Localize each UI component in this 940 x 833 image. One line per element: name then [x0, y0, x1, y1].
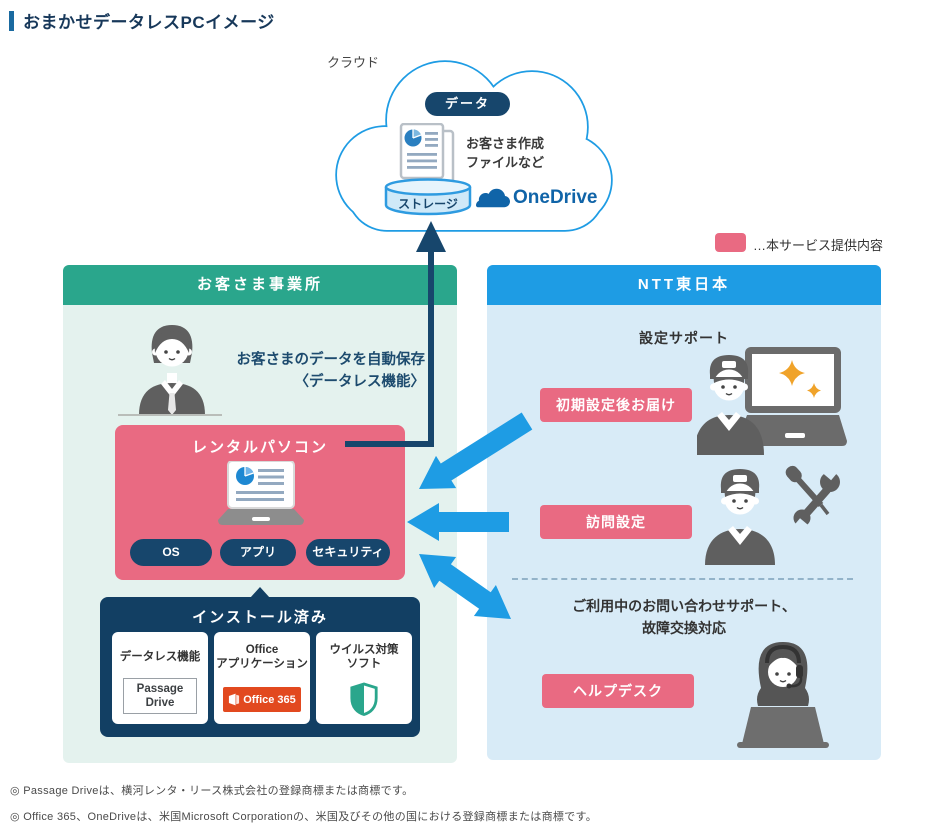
worker-person: [694, 355, 764, 455]
customer-files-icon: [399, 123, 455, 185]
installed-box-notch: [250, 587, 270, 598]
worker-visit-icon: [695, 461, 785, 570]
customer-files-note: お客さま作成 ファイルなど: [466, 136, 545, 170]
passage-drive-badge: Passage Drive: [123, 678, 197, 714]
rental-pc-title: レンタルパソコン: [191, 439, 328, 456]
data-pill: データ: [425, 92, 510, 116]
person-ground-line: [118, 414, 222, 416]
customer-person-icon: [139, 325, 205, 415]
footnote-passage-drive: ◎ Passage Driveは、横河レンタ・リース株式会社の登録商標または商標…: [10, 785, 414, 797]
legend-label: …本サービス提供内容: [753, 238, 884, 253]
helpdesk-operator-icon: [713, 630, 853, 753]
shield-icon: [350, 682, 378, 716]
installed-title: インストール済み: [192, 609, 328, 626]
customer-panel: お客さま事業所 お客さまのデータを自動保存 〈データレス機能〉 レンタルパソコン: [63, 265, 457, 763]
legend-swatch: [715, 233, 746, 252]
delivery-label: 初期設定後お届け: [540, 388, 692, 422]
office365-logo: Office 365: [223, 687, 301, 712]
title-accent-bar: [9, 11, 14, 31]
laptop-sparkle-icon: [737, 347, 847, 446]
autosave-caption: お客さまのデータを自動保存 〈データレス機能〉: [236, 352, 426, 390]
onedrive-icon: [476, 188, 510, 208]
installed-box: インストール済み データレス機能 Passage Drive Office アプ…: [100, 587, 420, 737]
dashed-divider: [512, 578, 853, 580]
storage-cylinder: [384, 178, 472, 216]
setup-support-title: 設定サポート: [639, 330, 729, 346]
ntt-panel-header: NTT東日本: [487, 265, 881, 305]
card-dataless: データレス機能 Passage Drive: [112, 632, 208, 724]
rental-pc-box: レンタルパソコン OS アプリ セキュリティ: [115, 425, 405, 580]
helpdesk-label: ヘルプデスク: [542, 674, 694, 708]
office-icon: [229, 693, 240, 706]
onedrive-label: OneDrive: [513, 187, 598, 208]
support-caption: ご利用中のお問い合わせサポート、 故障交換対応: [572, 598, 796, 636]
worker-delivery-icon: [694, 345, 847, 460]
page-title: おまかせデータレスPCイメージ: [23, 13, 275, 32]
customer-panel-header: お客さま事業所: [63, 265, 457, 305]
storage-label: ストレージ: [398, 197, 458, 211]
pill-security: セキュリティ: [306, 539, 390, 566]
tools-icon: [785, 463, 843, 535]
pill-app: アプリ: [220, 539, 296, 566]
visit-label: 訪問設定: [540, 505, 692, 539]
card-antivirus: ウイルス対策 ソフト: [316, 632, 412, 724]
ntt-panel: NTT東日本 設定サポート 初期設定後お届け: [487, 265, 881, 760]
pill-os: OS: [130, 539, 212, 566]
footnote-office: ◎ Office 365、OneDriveは、米国Microsoft Corpo…: [10, 811, 598, 823]
cloud-label: クラウド: [327, 55, 380, 70]
rental-laptop-icon: [218, 461, 304, 525]
card-office: Office アプリケーション Office 365: [214, 632, 310, 724]
